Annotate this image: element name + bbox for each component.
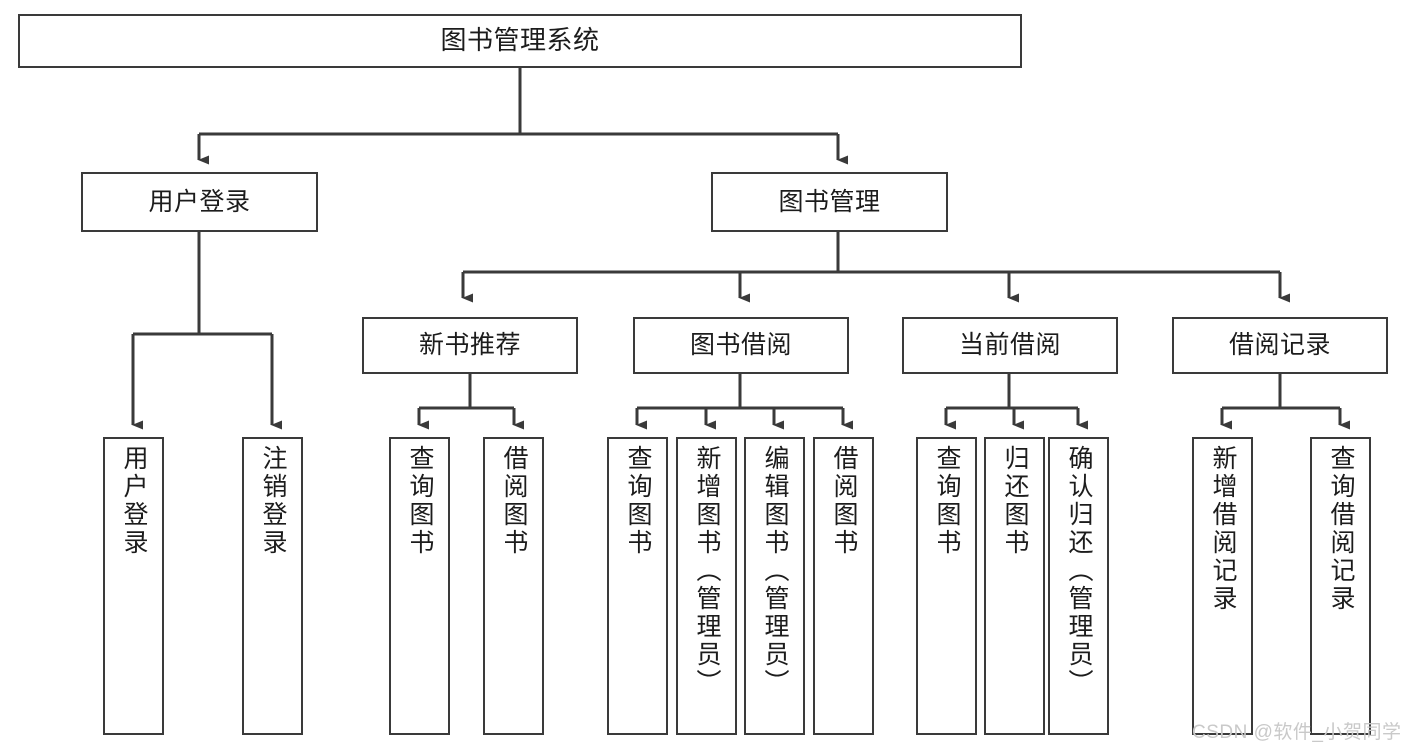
node-leaf-new-book-borrow[interactable]: 借阅图书: [483, 437, 544, 735]
node-book-management[interactable]: 图书管理: [711, 172, 948, 232]
node-leaf-user-login-signin[interactable]: 用户登录: [103, 437, 164, 735]
node-label: 查询借阅记录: [1327, 445, 1355, 613]
csdn-watermark: CSDN @软件_小贺同学: [1192, 722, 1402, 743]
node-label: 图书管理: [778, 187, 881, 216]
node-label: 图书借阅: [689, 331, 792, 360]
node-label: 查询图书: [933, 445, 961, 557]
node-label: 新书推荐: [418, 331, 521, 360]
node-leaf-user-login-signout[interactable]: 注销登录: [242, 437, 303, 735]
node-user-login[interactable]: 用户登录: [81, 172, 318, 232]
node-label: 新增图书（管理员）: [693, 445, 721, 697]
node-current-borrowing[interactable]: 当前借阅: [902, 317, 1118, 374]
node-label: 图书管理系统: [440, 25, 600, 56]
node-label: 查询图书: [406, 445, 434, 557]
node-label: 借阅图书: [500, 445, 528, 557]
node-root-book-management-system[interactable]: 图书管理系统: [18, 14, 1022, 68]
node-leaf-current-borrow-return[interactable]: 归还图书: [984, 437, 1045, 735]
node-leaf-new-book-query[interactable]: 查询图书: [389, 437, 450, 735]
node-book-borrowing[interactable]: 图书借阅: [633, 317, 849, 374]
node-label: 确认归还（管理员）: [1065, 445, 1093, 697]
node-leaf-book-borrow-borrow[interactable]: 借阅图书: [813, 437, 874, 735]
node-label: 用户登录: [148, 187, 251, 216]
node-label: 新增借阅记录: [1209, 445, 1237, 613]
node-label: 查询图书: [624, 445, 652, 557]
node-borrowing-record[interactable]: 借阅记录: [1172, 317, 1388, 374]
node-label: 用户登录: [120, 445, 148, 557]
node-leaf-current-borrow-query[interactable]: 查询图书: [916, 437, 977, 735]
node-new-book-recommendation[interactable]: 新书推荐: [362, 317, 578, 374]
node-leaf-current-borrow-confirm-return[interactable]: 确认归还（管理员）: [1048, 437, 1109, 735]
node-leaf-book-borrow-query[interactable]: 查询图书: [607, 437, 668, 735]
node-label: 借阅图书: [830, 445, 858, 557]
node-leaf-borrow-record-query[interactable]: 查询借阅记录: [1310, 437, 1371, 735]
node-label: 归还图书: [1001, 445, 1029, 557]
node-label: 借阅记录: [1228, 331, 1331, 360]
node-leaf-book-borrow-add[interactable]: 新增图书（管理员）: [676, 437, 737, 735]
node-leaf-borrow-record-add[interactable]: 新增借阅记录: [1192, 437, 1253, 735]
node-label: 当前借阅: [958, 331, 1061, 360]
node-leaf-book-borrow-edit[interactable]: 编辑图书（管理员）: [744, 437, 805, 735]
node-label: 注销登录: [259, 445, 287, 557]
node-label: 编辑图书（管理员）: [761, 445, 789, 697]
